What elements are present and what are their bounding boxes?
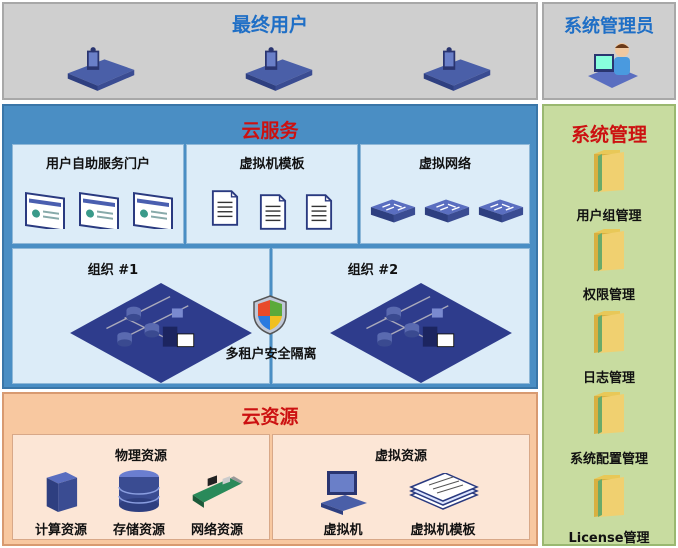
user-pc-icon — [66, 46, 136, 92]
web-page-icon — [79, 189, 119, 229]
org1-title: 组织 #1 — [87, 263, 139, 278]
vm-template-title: 虚拟机模板 — [239, 157, 305, 172]
admin-panel: 系统管理员 — [542, 2, 676, 100]
org1-network-icon — [61, 283, 261, 383]
server-icon — [41, 469, 79, 515]
virtual-network-title: 虚拟网络 — [418, 157, 471, 172]
cloud-service-title: 云服务 — [241, 120, 299, 142]
virtual-network-box: 虚拟网络 — [360, 144, 530, 244]
portal-title: 用户自助服务门户 — [45, 157, 150, 172]
web-page-icon — [133, 189, 173, 229]
org2-network-icon — [321, 283, 521, 383]
log-folder-icon — [590, 308, 630, 354]
shield-icon — [253, 295, 287, 335]
license-folder-icon — [590, 472, 630, 518]
virtual-resource-box: 虚拟资源 虚拟机 虚拟机模板 — [272, 434, 530, 540]
document-icon — [305, 191, 333, 233]
org2-box: 组织 #2 — [272, 248, 530, 384]
vm-template-icon — [409, 473, 479, 519]
switch-icon — [369, 195, 417, 225]
physical-resource-box: 物理资源 计算资源 存储资源 网络资源 — [12, 434, 270, 540]
user-pc-icon — [244, 46, 314, 92]
user-pc-icon — [422, 46, 492, 92]
document-icon — [211, 187, 239, 229]
network-resource-label: 网络资源 — [190, 523, 243, 538]
document-icon — [259, 191, 287, 233]
mgmt-item-permission[interactable]: 权限管理 — [582, 288, 635, 303]
switch-icon — [423, 195, 471, 225]
vm-label: 虚拟机 — [323, 523, 363, 538]
config-folder-icon — [590, 389, 630, 435]
admin-title: 系统管理员 — [564, 16, 654, 37]
switch-icon — [477, 195, 525, 225]
mgmt-item-log[interactable]: 日志管理 — [582, 371, 635, 386]
vm-template-res-label: 虚拟机模板 — [410, 523, 476, 538]
web-page-icon — [25, 189, 65, 229]
mgmt-item-config[interactable]: 系统配置管理 — [569, 452, 648, 467]
permission-folder-icon — [590, 226, 630, 272]
vm-template-box: 虚拟机模板 — [186, 144, 358, 244]
user-group-folder-icon — [590, 147, 630, 193]
isolation-label: 多租户安全隔离 — [225, 347, 317, 362]
virtual-resource-title: 虚拟资源 — [374, 449, 427, 464]
portal-box: 用户自助服务门户 — [12, 144, 184, 244]
storage-icon — [117, 469, 161, 513]
org1-box: 组织 #1 — [12, 248, 270, 384]
vm-icon — [319, 469, 369, 515]
end-users-title: 最终用户 — [231, 14, 308, 36]
mgmt-item-user-group[interactable]: 用户组管理 — [576, 209, 642, 224]
admin-user-icon — [588, 43, 638, 88]
storage-resource-label: 存储资源 — [112, 523, 165, 538]
nic-icon — [189, 473, 245, 513]
compute-resource-label: 计算资源 — [34, 523, 87, 538]
org2-title: 组织 #2 — [347, 263, 399, 278]
mgmt-item-license[interactable]: License管理 — [568, 531, 650, 546]
cloud-resource-title: 云资源 — [241, 406, 299, 428]
end-users-panel: 最终用户 — [2, 2, 538, 100]
physical-resource-title: 物理资源 — [114, 449, 167, 464]
system-mgmt-title: 系统管理 — [570, 124, 647, 146]
